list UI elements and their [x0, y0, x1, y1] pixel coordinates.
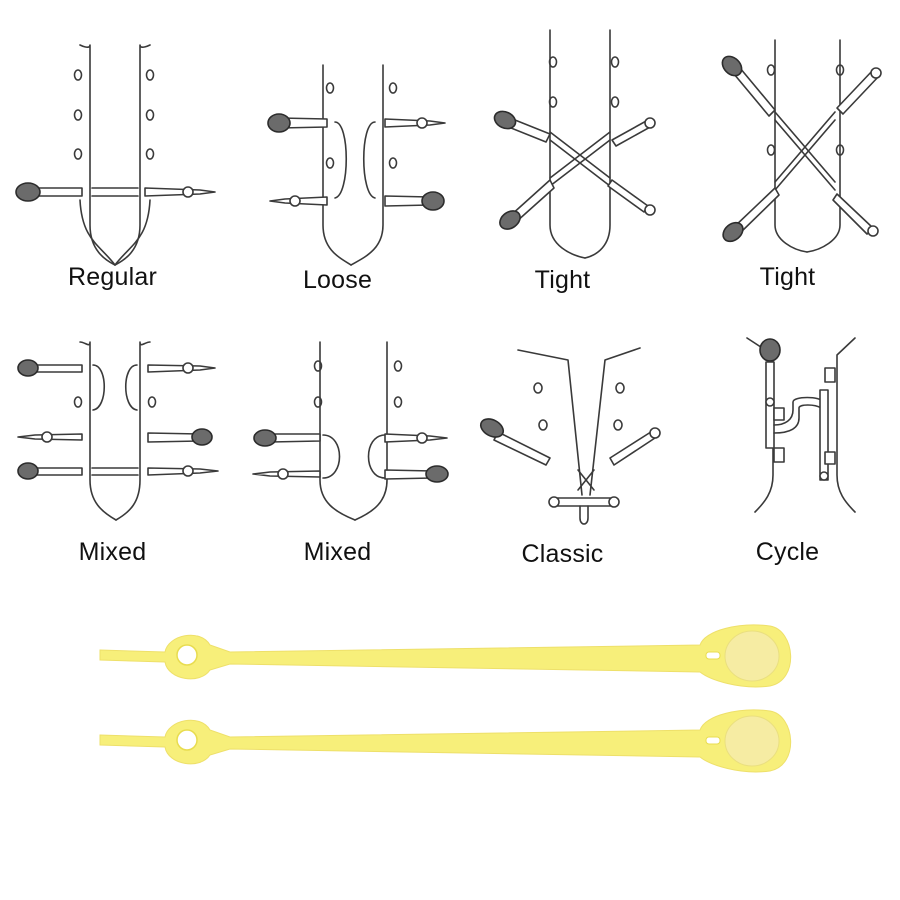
pattern-tight: Tight	[675, 30, 900, 330]
pattern-label: Loose	[302, 266, 373, 294]
yellow-lace-2	[99, 709, 792, 773]
pattern-cycle: Cycle	[675, 330, 900, 630]
mixed-diagram-icon	[252, 341, 449, 521]
pattern-label: Classic	[521, 540, 604, 568]
pattern-tight: Tight	[450, 29, 675, 330]
loose-diagram-icon	[267, 64, 446, 266]
pattern-label: Cycle	[755, 538, 820, 566]
pattern-label: Mixed	[78, 538, 147, 566]
pattern-regular: Regular	[0, 30, 225, 330]
tight-diagram-icon	[493, 29, 656, 259]
tight-diagram-icon	[721, 39, 882, 253]
pattern-mixed: Mixed	[225, 330, 450, 630]
yellow-laces-photo	[99, 624, 792, 773]
pattern-classic: Classic	[450, 330, 675, 630]
pattern-label: Regular	[68, 263, 157, 291]
pattern-label: Tight	[534, 266, 591, 294]
mixed-diagram-icon	[17, 341, 219, 521]
pattern-label: Mixed	[303, 538, 372, 566]
regular-diagram-icon	[15, 44, 216, 266]
pattern-label: Tight	[759, 263, 816, 291]
pattern-loose: Loose	[225, 30, 450, 330]
cycle-diagram-icon	[746, 337, 856, 513]
classic-diagram-icon	[479, 347, 661, 525]
yellow-lace-1	[99, 624, 792, 688]
pattern-mixed: Mixed	[0, 330, 225, 630]
